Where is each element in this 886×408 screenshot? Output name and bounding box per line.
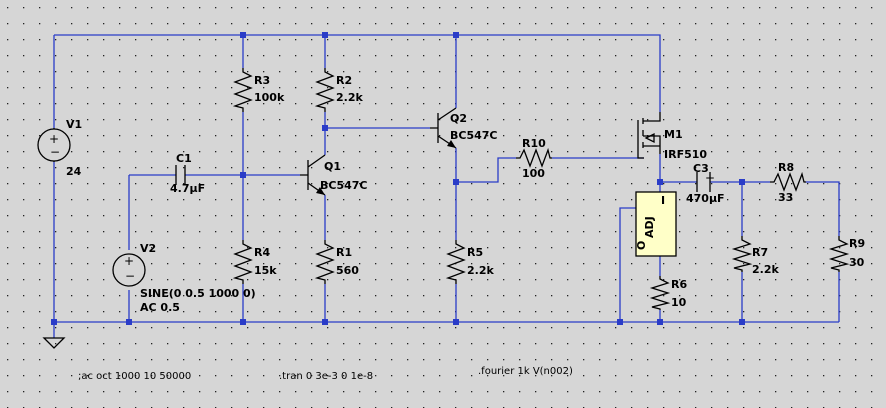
resistor-r4[interactable]: R4 15k bbox=[232, 240, 277, 284]
resistor-r3[interactable]: R3 100k bbox=[232, 68, 285, 112]
svg-text:+: + bbox=[124, 254, 134, 268]
r4-value: 15k bbox=[254, 264, 277, 277]
regulator-pin-o: O bbox=[635, 241, 648, 250]
r6-value: 10 bbox=[671, 296, 687, 309]
v2-value: SINE(0 0.5 1000 0) bbox=[140, 287, 256, 300]
c1-name: C1 bbox=[176, 152, 192, 165]
c3-name: C3 bbox=[693, 162, 709, 175]
r9-name: R9 bbox=[849, 237, 865, 250]
mosfet-m1[interactable]: M1 IRF510 bbox=[637, 112, 707, 161]
transistor-q2[interactable]: Q2 BC547C bbox=[430, 107, 498, 149]
r6-name: R6 bbox=[671, 278, 687, 291]
resistor-r9[interactable]: R9 30 bbox=[828, 236, 865, 272]
r7-value: 2.2k bbox=[752, 263, 779, 276]
m1-name: M1 bbox=[664, 128, 683, 141]
r4-name: R4 bbox=[254, 246, 270, 259]
tran-directive[interactable]: .tran 0 3e-3 0 1e-8 bbox=[279, 371, 373, 382]
r1-value: 560 bbox=[336, 264, 359, 277]
resistor-r2[interactable]: R2 2.2k bbox=[314, 68, 363, 112]
v1-name: V1 bbox=[66, 118, 82, 131]
svg-text:−: − bbox=[125, 269, 135, 283]
svg-text:−: − bbox=[50, 145, 60, 159]
r3-name: R3 bbox=[254, 74, 270, 87]
resistor-r7[interactable]: R7 2.2k bbox=[731, 236, 779, 276]
fourier-directive[interactable]: .fourier 1k V(n002) bbox=[478, 366, 573, 377]
q1-value: BC547C bbox=[320, 179, 368, 192]
v2-name: V2 bbox=[140, 242, 156, 255]
voltage-regulator[interactable]: I ADJ O bbox=[635, 191, 677, 257]
capacitor-c1[interactable]: C1 4.7µF bbox=[170, 152, 205, 195]
v1-value: 24 bbox=[66, 165, 82, 178]
r2-name: R2 bbox=[336, 74, 352, 87]
voltage-source-v1[interactable]: + − V1 24 bbox=[37, 118, 82, 178]
wires bbox=[53, 34, 840, 338]
r2-value: 2.2k bbox=[336, 91, 363, 104]
r1-name: R1 bbox=[336, 246, 352, 259]
voltage-source-v2[interactable]: + − V2 SINE(0 0.5 1000 0) AC 0.5 bbox=[112, 242, 256, 314]
regulator-pin-i: I bbox=[661, 194, 665, 207]
resistor-r1[interactable]: R1 560 bbox=[314, 240, 359, 284]
resistor-r5[interactable]: R5 2.2k bbox=[445, 240, 494, 284]
svg-text:+: + bbox=[49, 132, 59, 146]
q2-name: Q2 bbox=[450, 112, 467, 125]
r5-value: 2.2k bbox=[467, 264, 494, 277]
ground-icon bbox=[42, 337, 66, 349]
m1-value: IRF510 bbox=[664, 148, 707, 161]
svg-text:+: + bbox=[705, 171, 715, 185]
r9-value: 30 bbox=[849, 256, 865, 269]
resistor-r10[interactable]: R10 100 bbox=[516, 137, 552, 180]
resistor-r8[interactable]: R8 33 bbox=[770, 161, 806, 204]
ac-directive[interactable]: ;ac oct 1000 10 50000 bbox=[78, 371, 191, 382]
r10-value: 100 bbox=[522, 167, 545, 180]
r5-name: R5 bbox=[467, 246, 483, 259]
c1-value: 4.7µF bbox=[170, 182, 205, 195]
c3-value: 470µF bbox=[686, 192, 725, 205]
q2-value: BC547C bbox=[450, 129, 498, 142]
v2-ac: AC 0.5 bbox=[140, 301, 180, 314]
r7-name: R7 bbox=[752, 246, 768, 259]
r10-name: R10 bbox=[522, 137, 546, 150]
resistor-r6[interactable]: R6 10 bbox=[649, 276, 687, 310]
capacitor-c3[interactable]: + C3 470µF bbox=[686, 162, 725, 205]
r3-value: 100k bbox=[254, 91, 285, 104]
transistor-q1[interactable]: Q1 BC547C bbox=[300, 154, 368, 196]
r8-value: 33 bbox=[778, 191, 793, 204]
r8-name: R8 bbox=[778, 161, 794, 174]
q1-name: Q1 bbox=[324, 160, 341, 173]
regulator-adj-label: ADJ bbox=[643, 216, 656, 238]
junctions bbox=[51, 32, 745, 325]
